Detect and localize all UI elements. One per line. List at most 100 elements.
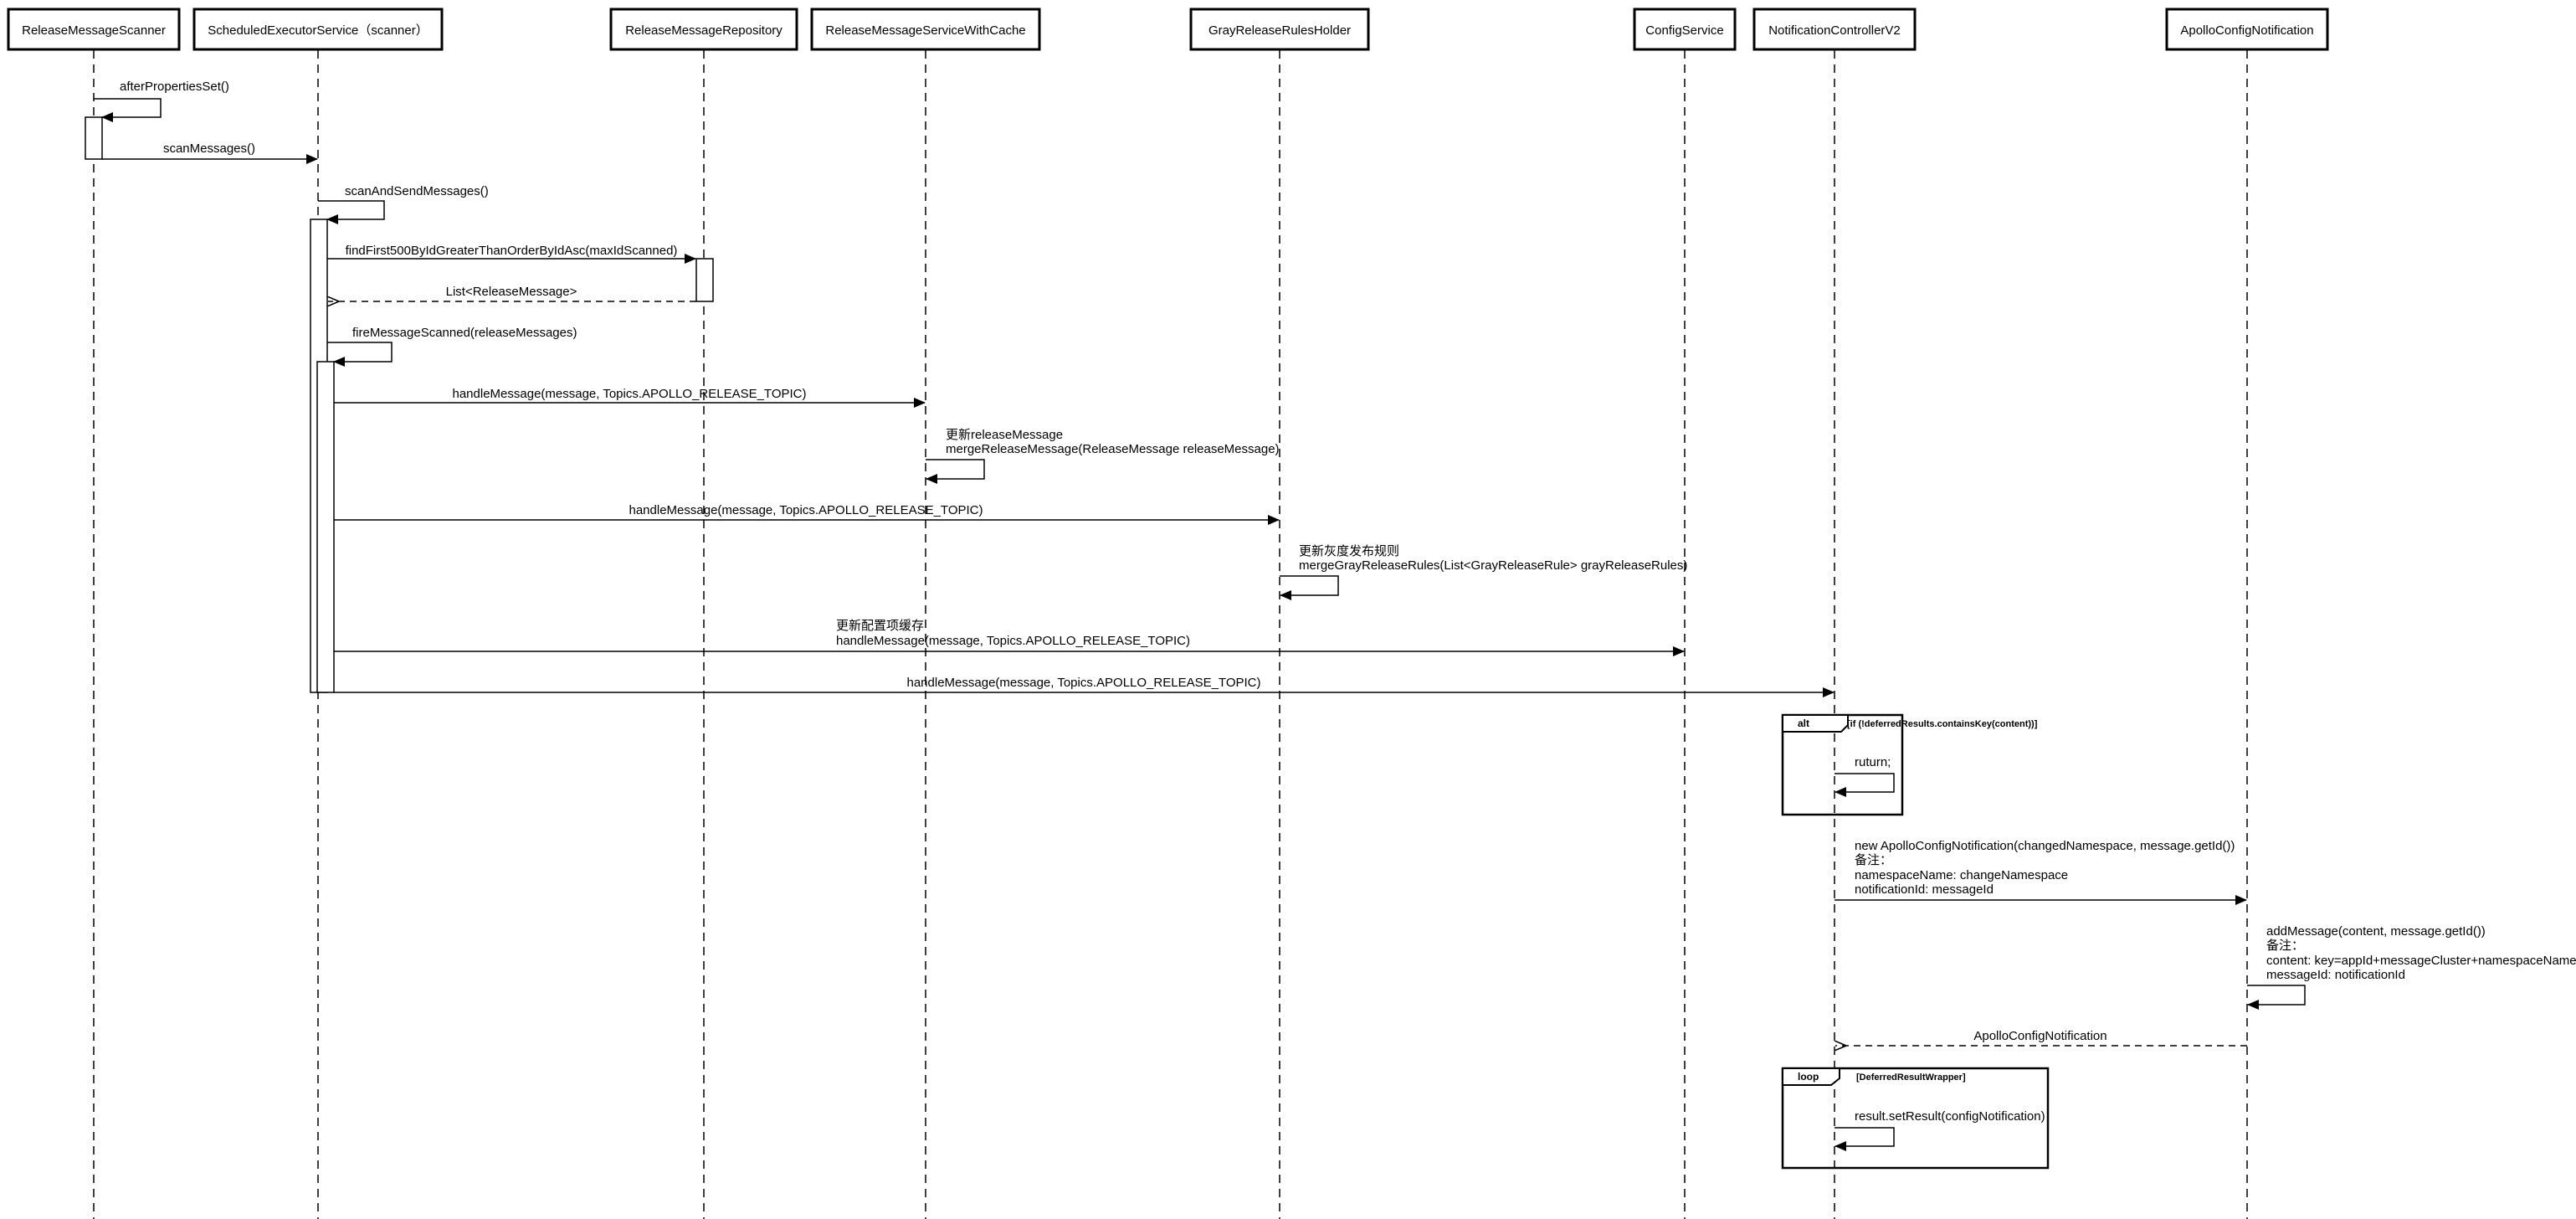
participant-apollo-config-notification: ApolloConfigNotification [2165,8,2329,51]
message-label: new ApolloConfigNotification(changedName… [1855,839,2239,897]
participant-label: ConfigService [1645,23,1723,38]
message-label-line: messageId: notificationId [2266,968,2405,982]
message-label-line: scanMessages() [163,141,255,156]
participant-notification-controller-v2: NotificationControllerV2 [1752,8,1917,51]
activation-bar-scanner [85,116,103,160]
message-label: scanMessages() [163,141,255,156]
message-label-line: List<ReleaseMessage> [446,285,577,299]
alt-guard: [if (!deferredResults.containsKey(conten… [1847,719,2038,729]
message-arrow [318,200,385,224]
message-label-line: ApolloConfigNotification [1973,1029,2106,1043]
message-label-line: 备注： [2266,939,2304,953]
message-arrow [94,98,162,122]
message-label-line: findFirst500ByIdGreaterThanOrderByIdAsc(… [346,244,678,258]
message-label-line: handleMessage(message, Topics.APOLLO_REL… [907,676,1261,690]
message-handle-message-config-service: 更新配置项缓存 handleMessage(message, Topics.AP… [334,619,1685,656]
message-arrow [327,342,393,367]
message-scan-messages: scanMessages() [102,141,318,164]
message-new-apollo-config-notification: new ApolloConfigNotification(changedName… [1835,839,2247,905]
message-label: scanAndSendMessages() [345,184,489,198]
activation-bars [85,116,714,693]
message-arrow [2247,985,2306,1010]
message-label: ruturn; [1855,755,1891,769]
message-label: handleMessage(message, Topics.APOLLO_REL… [907,676,1261,690]
message-label-line: fireMessageScanned(releaseMessages) [352,326,577,340]
message-label-line: new ApolloConfigNotification(changedName… [1855,839,2235,853]
message-label: 更新灰度发布规则 mergeGrayReleaseRules(List<Gray… [1299,544,1687,573]
activation-bar-repository [695,258,714,302]
message-label-line: 更新配置项缓存 [836,619,924,633]
message-label: 更新配置项缓存 handleMessage(message, Topics.AP… [836,619,1190,648]
message-label-line: scanAndSendMessages() [345,184,489,198]
message-label: handleMessage(message, Topics.APOLLO_REL… [629,503,983,517]
message-label-line: 更新releaseMessage [946,428,1063,442]
activation-bar-executor-inner [316,361,335,693]
participant-scheduled-executor-service: ScheduledExecutorService（scanner） [192,8,444,51]
message-after-properties-set: afterPropertiesSet() [94,80,229,122]
message-label-line: addMessage(content, message.getId()) [2266,924,2486,939]
message-label-line: content: key=appId+messageCluster+namesp… [2266,954,2576,968]
participant-label: ReleaseMessageServiceWithCache [825,23,1025,38]
message-label: ApolloConfigNotification [1973,1029,2106,1043]
alt-keyword: alt [1798,718,1809,729]
message-scan-and-send-messages: scanAndSendMessages() [318,184,489,224]
message-label-line: namespaceName: changeNamespace [1855,868,2068,882]
fragment-alt: alt [if (!deferredResults.containsKey(co… [1781,713,2038,816]
message-label: handleMessage(message, Topics.APOLLO_REL… [453,387,807,401]
message-label: fireMessageScanned(releaseMessages) [352,326,577,340]
message-label: findFirst500ByIdGreaterThanOrderByIdAsc(… [346,244,678,258]
message-label: result.setResult(configNotification) [1855,1109,2045,1124]
message-return-self: ruturn; [1835,755,1895,797]
loop-frame [1781,1067,2050,1170]
message-label: List<ReleaseMessage> [446,285,577,299]
message-list-release-message-return: List<ReleaseMessage> [328,285,696,301]
participant-label: ApolloConfigNotification [2180,23,2313,38]
message-handle-message-gray: handleMessage(message, Topics.APOLLO_REL… [334,503,1280,525]
participant-label: ReleaseMessageRepository [625,23,783,38]
participants: ReleaseMessageScanner ScheduledExecutorS… [7,8,2329,51]
message-label: addMessage(content, message.getId()) 备注：… [2266,924,2576,982]
message-label-line: handleMessage(message, Topics.APOLLO_REL… [836,634,1190,648]
participant-release-message-scanner: ReleaseMessageScanner [7,8,181,51]
message-arrow [926,459,985,484]
message-label: 更新releaseMessage mergeReleaseMessage(Rel… [946,428,1280,456]
participant-label: GrayReleaseRulesHolder [1208,23,1351,38]
alt-tab [1782,714,1849,733]
fragment-loop: loop [DeferredResultWrapper] [1781,1067,2050,1170]
message-label-line: handleMessage(message, Topics.APOLLO_REL… [629,503,983,517]
message-label-line: 更新灰度发布规则 [1299,544,1399,558]
message-add-message: addMessage(content, message.getId()) 备注：… [2247,924,2576,1010]
message-set-result: result.setResult(configNotification) [1835,1109,2045,1151]
message-label-line: mergeGrayReleaseRules(List<GrayReleaseRu… [1299,558,1687,573]
message-label-line: mergeReleaseMessage(ReleaseMessage relea… [946,442,1280,456]
message-arrow [1835,1127,1895,1151]
participant-label: ScheduledExecutorService（scanner） [208,23,428,38]
message-apollo-config-notification-return: ApolloConfigNotification [1835,1029,2247,1046]
message-label-line: result.setResult(configNotification) [1855,1109,2045,1124]
message-label-line: handleMessage(message, Topics.APOLLO_REL… [453,387,807,401]
message-handle-message-cache: handleMessage(message, Topics.APOLLO_REL… [334,387,926,408]
message-label-line: notificationId: messageId [1855,882,1994,897]
message-label-line: ruturn; [1855,755,1891,769]
participant-label: NotificationControllerV2 [1768,23,1901,38]
message-merge-gray-release-rules: 更新灰度发布规则 mergeGrayReleaseRules(List<Gray… [1280,544,1687,600]
message-label: afterPropertiesSet() [120,80,229,94]
message-label-line: afterPropertiesSet() [120,80,229,94]
loop-tab [1782,1067,1840,1086]
participant-release-message-repository: ReleaseMessageRepository [609,8,798,51]
loop-keyword: loop [1798,1071,1819,1083]
message-label-line: 备注： [1855,853,1892,867]
participant-release-message-service-with-cache: ReleaseMessageServiceWithCache [810,8,1041,51]
message-handle-message-notification: handleMessage(message, Topics.APOLLO_REL… [334,676,1835,697]
participant-config-service: ConfigService [1633,8,1737,51]
message-arrow [1280,575,1339,600]
message-find-first-500: findFirst500ByIdGreaterThanOrderByIdAsc(… [327,244,696,264]
message-fire-message-scanned: fireMessageScanned(releaseMessages) [327,326,577,367]
participant-label: ReleaseMessageScanner [22,23,166,38]
participant-gray-release-rules-holder: GrayReleaseRulesHolder [1189,8,1370,51]
messages: afterPropertiesSet() scanMessages() scan… [94,80,2576,1151]
loop-guard: [DeferredResultWrapper] [1856,1072,1966,1083]
message-merge-release-message: 更新releaseMessage mergeReleaseMessage(Rel… [926,428,1280,484]
message-arrow [1835,773,1895,797]
